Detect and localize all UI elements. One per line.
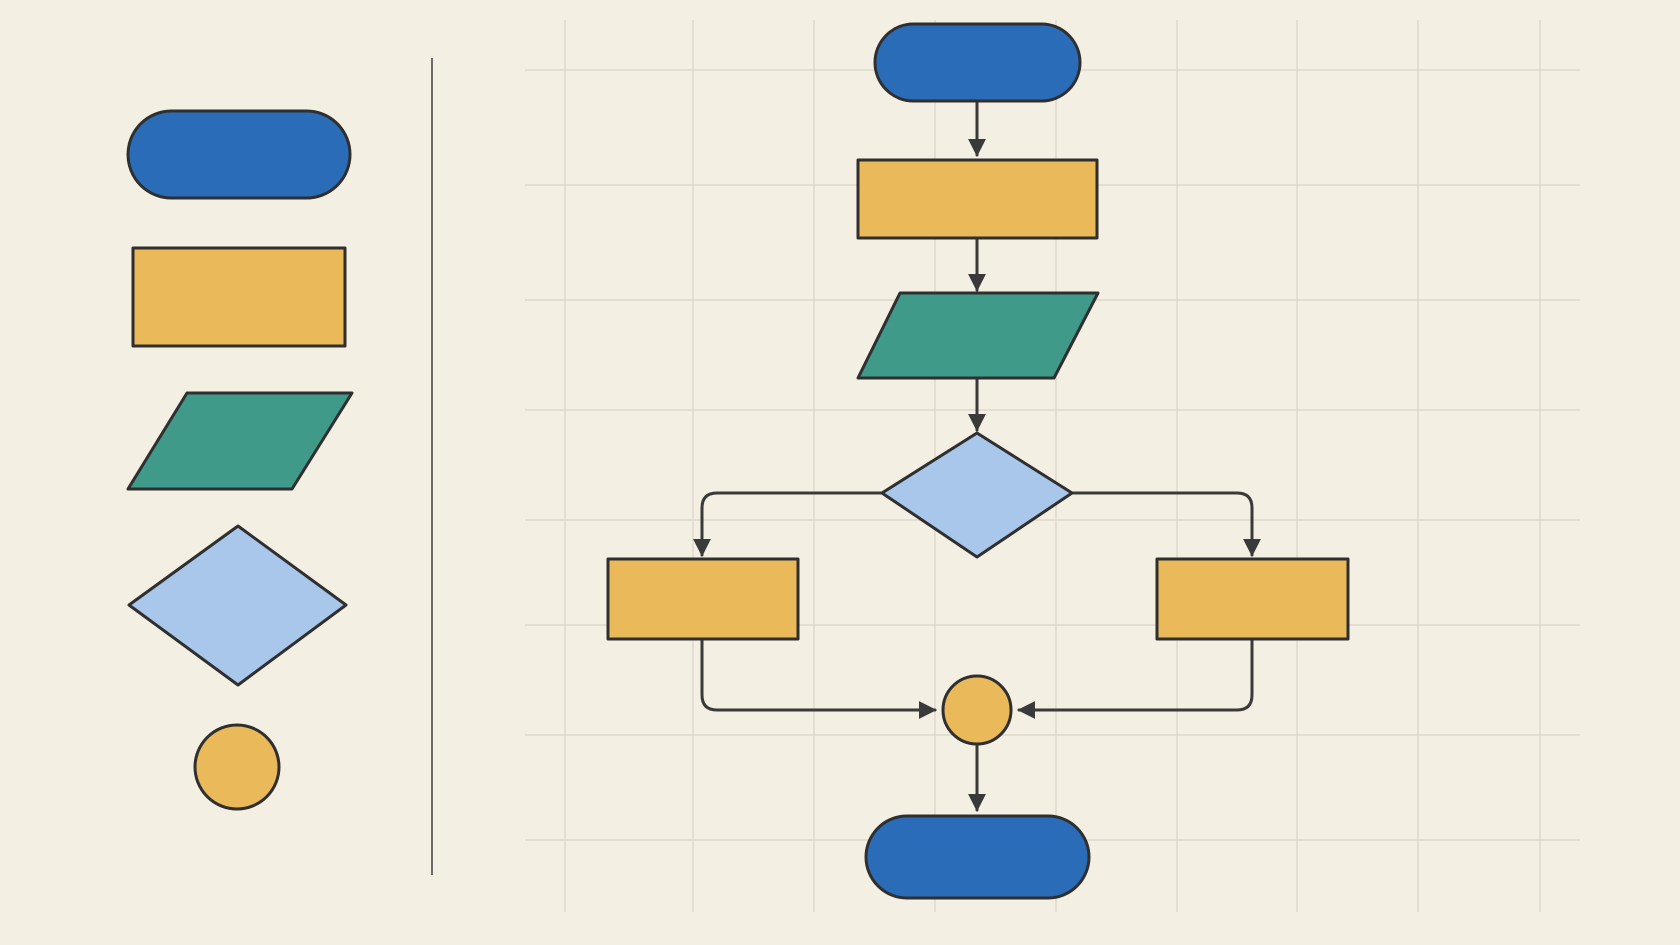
process-branch-right bbox=[1155, 557, 1350, 641]
edge-decision-to-branch-right bbox=[1070, 491, 1261, 557]
flowchart-nodes bbox=[606, 22, 1350, 900]
end-terminator bbox=[864, 814, 1091, 900]
legend-connector-shape bbox=[193, 723, 281, 811]
legend-process-shape bbox=[131, 246, 347, 348]
edge-branch-left-to-merge bbox=[700, 637, 937, 719]
flowchart-connectors bbox=[693, 99, 1261, 812]
background-grid bbox=[525, 20, 1580, 912]
shape-legend bbox=[126, 109, 354, 811]
edge-decision-to-branch-left bbox=[693, 491, 884, 557]
start-terminator bbox=[873, 22, 1082, 103]
legend-io-shape bbox=[126, 391, 354, 491]
legend-decision-shape bbox=[127, 524, 348, 687]
process-step-1 bbox=[856, 158, 1099, 240]
legend-terminator-shape bbox=[126, 109, 352, 200]
merge-connector bbox=[941, 674, 1013, 746]
edge-branch-right-to-merge bbox=[1017, 637, 1254, 719]
input-output-step bbox=[856, 291, 1100, 380]
process-branch-left bbox=[606, 557, 800, 641]
decision-diamond bbox=[880, 431, 1074, 559]
